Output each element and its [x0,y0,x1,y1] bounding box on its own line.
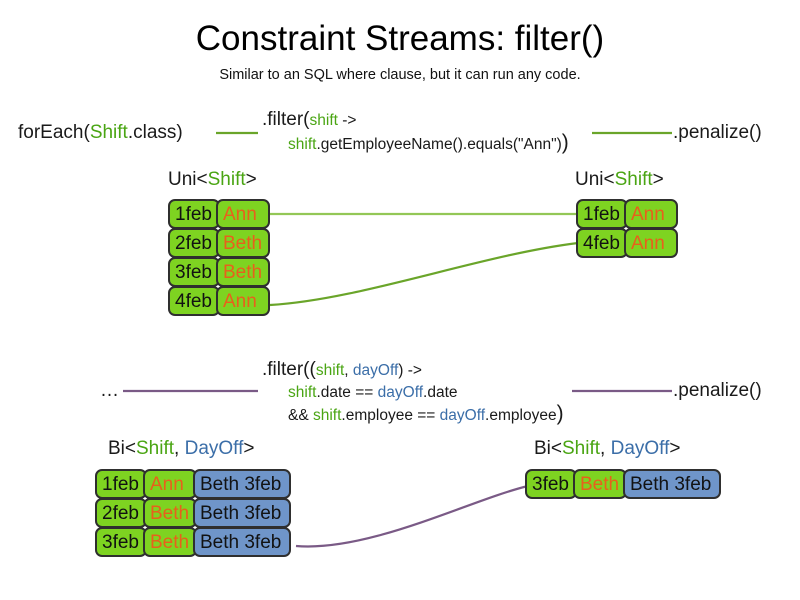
tuple-cell-shift-date: 1feb [168,199,220,229]
tuple-cell-dayoff: Beth 3feb [193,498,291,528]
tuple-cell-shift-employee: Beth [143,498,197,528]
bi-filter-l1-var2: dayOff [377,384,424,401]
tuple-cell-shift-employee: Ann [216,199,270,229]
bi-filter-l2-var2: dayOff [439,407,486,424]
bi-output-stream-label: Bi<Shift, DayOff> [534,437,680,460]
bi-output-label-suffix: > [669,438,681,459]
bi-filter-body-line2: && shift.employee == dayOff.employee) [262,403,564,426]
tuple-cell-dayoff: Beth 3feb [623,469,721,499]
bi-filter-l2-mid: .employee == [341,407,440,424]
uni-output-label-suffix: > [652,169,664,190]
bi-filter-param2: dayOff [352,362,399,379]
uni-penalize-label: .penalize() [673,122,762,143]
bi-filter-l2-prefix: && [288,407,313,424]
tuple-cell-shift-employee: Ann [143,469,197,499]
uni-output-label-prefix: Uni< [575,169,615,190]
uni-input-stream-label: Uni<Shift> [168,168,257,191]
tuple-cell-shift-employee: Beth [573,469,627,499]
uni-filter-body-var: shift [288,136,317,153]
bi-penalize-label: .penalize() [673,380,762,401]
bi-input-stream-label: Bi<Shift, DayOff> [108,437,254,460]
bi-filter-l1-mid: .date == [316,384,378,401]
bi-output-label-prefix: Bi< [534,438,562,459]
foreach-suffix: .class) [127,122,183,143]
bi-output-label-comma: , [600,438,611,459]
tuple-cell-shift-employee: Beth [216,228,270,258]
tuple-cell-dayoff: Beth 3feb [193,469,291,499]
bi-filter-body-line1: shift.date == dayOff.date [262,382,564,403]
uni-filter-head: .filter(shift -> [262,108,569,132]
bi-filter-l1-var1: shift [288,384,317,401]
link-uni-row4 [269,241,579,307]
bi-input-label-type2: DayOff [184,438,244,459]
uni-input-label-prefix: Uni< [168,169,208,190]
link-bi-row3 [295,484,529,548]
bi-input-label-suffix: > [243,438,255,459]
tuple-cell-shift-date: 1feb [576,199,628,229]
uni-output-label-type: Shift [614,169,653,190]
tuple-cell-shift-date: 1feb [95,469,147,499]
uni-filter-param: shift [309,112,338,129]
tuple-cell-shift-date: 3feb [95,527,147,557]
bi-output-label-type1: Shift [562,438,601,459]
bi-input-label-prefix: Bi< [108,438,136,459]
uni-filter-expression: .filter(shift -> shift.getEmployeeName()… [262,108,569,155]
slide-subtitle: Similar to an SQL where clause, but it c… [219,67,581,83]
uni-input-label-type: Shift [207,169,246,190]
uni-filter-body-rest: .getEmployeeName().equals("Ann") [316,136,562,153]
tuple-cell-shift-date: 3feb [525,469,577,499]
bi-filter-l2-var1: shift [312,407,342,424]
tuple-cell-shift-date: 2feb [95,498,147,528]
tuple-cell-shift-date: 3feb [168,257,220,287]
tuple-cell-shift-date: 4feb [168,286,220,316]
foreach-type: Shift [89,122,128,143]
bi-filter-arrow: -> [403,362,422,379]
bi-filter-expression: .filter((shift, dayOff) -> shift.date ==… [262,358,564,426]
bi-filter-comma: , [344,362,353,379]
slide-title: Constraint Streams: filter() [195,19,605,58]
tuple-cell-dayoff: Beth 3feb [193,527,291,557]
uni-filter-body-close: ) [561,131,569,154]
foreach-prefix: forEach( [18,122,90,143]
bi-input-label-type1: Shift [136,438,175,459]
bi-input-label-comma: , [174,438,185,459]
bi-filter-param1: shift [315,362,345,379]
bi-filter-prefix: .filter(( [262,359,316,380]
bi-filter-l1-end: .date [423,384,458,401]
uni-filter-body: shift.getEmployeeName().equals("Ann")) [262,132,569,155]
tuple-cell-shift-employee: Beth [143,527,197,557]
tuple-cell-shift-date: 4feb [576,228,628,258]
bi-source-ellipsis: … [100,380,119,401]
bi-filter-head: .filter((shift, dayOff) -> [262,358,564,382]
tuple-cell-shift-employee: Ann [624,199,678,229]
uni-filter-prefix: .filter( [262,109,310,130]
tuple-cell-shift-employee: Beth [216,257,270,287]
bi-filter-head-close: ) [398,362,404,379]
tuple-cell-shift-employee: Ann [624,228,678,258]
foreach-expression: forEach(Shift.class) [18,121,183,144]
uni-input-label-suffix: > [245,169,257,190]
bi-filter-body-close: ) [556,402,564,425]
bi-filter-l2-end: .employee [485,407,557,424]
bi-output-label-type2: DayOff [610,438,670,459]
uni-filter-arrow: -> [337,112,357,129]
tuple-cell-shift-employee: Ann [216,286,270,316]
tuple-cell-shift-date: 2feb [168,228,220,258]
uni-output-stream-label: Uni<Shift> [575,168,664,191]
